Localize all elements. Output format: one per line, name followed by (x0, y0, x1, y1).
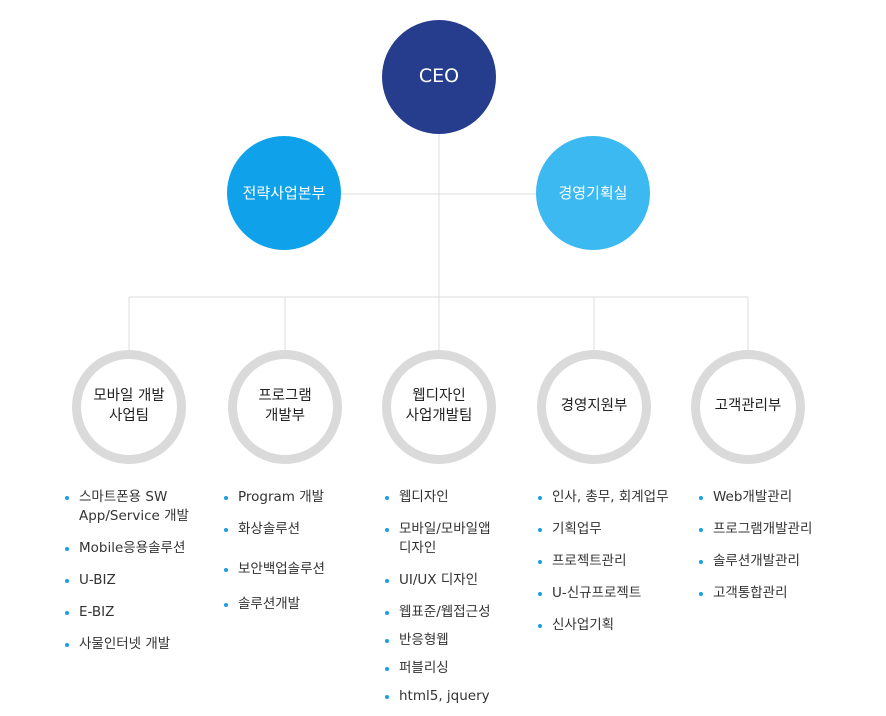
list-item: 화상솔루션 (224, 520, 325, 539)
list-item: 보안백업솔루션 (224, 560, 325, 579)
team-label-line: 경영지원부 (560, 398, 628, 415)
team-label-line: 프로그램 (258, 388, 312, 405)
list-item-text: 사물인터넷 개발 (79, 636, 171, 652)
list-item-text: 솔루션개발 (238, 596, 301, 612)
list-item-text: 모바일/모바일앱 (399, 521, 491, 537)
team-label-line: 모바일 개발 (93, 388, 165, 405)
list-item: 인사, 총무, 회계업무 (538, 488, 669, 507)
team-label-line: 사업개발팀 (405, 408, 473, 424)
list-item: 솔루션개발관리 (699, 552, 812, 571)
list-item-text: App/Service 개발 (79, 508, 189, 524)
list-item: 솔루션개발 (224, 595, 325, 614)
division-strategy-node: 전략사업본부 (227, 136, 341, 250)
list-item: 프로젝트관리 (538, 552, 669, 571)
list-item: 웹표준/웹접근성 (385, 603, 491, 622)
list-item-text: E-BIZ (79, 604, 115, 620)
list-item-text: Program 개발 (238, 489, 325, 505)
list-item: Mobile응용솔루션 (65, 539, 189, 558)
division-label: 경영기획실 (558, 183, 628, 202)
list-item-text: 인사, 총무, 회계업무 (552, 489, 669, 505)
team-mobile-list: 스마트폰용 SW App/Service 개발 Mobile응용솔루션 U-BIZ… (65, 488, 189, 654)
list-item: Web개발관리 (699, 488, 812, 507)
list-item: 사물인터넷 개발 (65, 635, 189, 654)
list-item-text: 고객통합관리 (713, 585, 788, 601)
list-item-text: 웹디자인 (399, 489, 449, 505)
list-item-text: 솔루션개발관리 (713, 553, 800, 569)
division-label: 전략사업본부 (242, 183, 326, 202)
team-management-node: 경영지원부 (537, 350, 651, 464)
team-label-line: 사업팀 (108, 408, 150, 424)
list-item: U-신규프로젝트 (538, 584, 669, 603)
list-item: html5, jquery (385, 687, 491, 706)
team-label-line: 고객관리부 (714, 398, 782, 415)
list-item: 신사업기획 (538, 616, 669, 635)
list-item: 기획업무 (538, 520, 669, 539)
list-item: UI/UX 디자인 (385, 571, 491, 590)
list-item-text: 프로그램개발관리 (713, 521, 813, 537)
list-item: U-BIZ (65, 571, 189, 590)
list-item-text: html5, jquery (399, 688, 490, 704)
list-item: 스마트폰용 SW App/Service 개발 (65, 488, 189, 526)
team-customer-list: Web개발관리 프로그램개발관리 솔루션개발관리 고객통합관리 (699, 488, 812, 603)
list-item-text: 디자인 (399, 540, 437, 556)
list-item: 반응형웹 (385, 631, 491, 650)
team-program-list: Program 개발 화상솔루션 보안백업솔루션 솔루션개발 (224, 488, 325, 614)
division-planning-node: 경영기획실 (536, 136, 650, 250)
list-item-text: 보안백업솔루션 (238, 561, 325, 577)
list-item: 웹디자인 (385, 488, 491, 507)
ceo-node: CEO (382, 20, 496, 134)
team-label-line: 개발부 (264, 408, 306, 424)
list-item-text: 퍼블리싱 (399, 660, 449, 676)
list-item-text: 스마트폰용 SW (79, 489, 168, 505)
list-item: 고객통합관리 (699, 584, 812, 603)
list-item-text: 기획업무 (552, 521, 602, 537)
list-item-text: 반응형웹 (399, 632, 449, 648)
team-customer-node: 고객관리부 (691, 350, 805, 464)
list-item-text: UI/UX 디자인 (399, 572, 479, 588)
list-item-text: 화상솔루션 (238, 521, 301, 537)
list-item: E-BIZ (65, 603, 189, 622)
list-item: 프로그램개발관리 (699, 520, 812, 539)
list-item-text: Web개발관리 (713, 489, 793, 505)
list-item-text: 신사업기획 (552, 617, 615, 633)
list-item-text: 웹표준/웹접근성 (399, 604, 491, 620)
list-item: 퍼블리싱 (385, 659, 491, 678)
team-label-line: 웹디자인 (412, 388, 466, 405)
ceo-label: CEO (418, 65, 460, 88)
list-item-text: 프로젝트관리 (552, 553, 627, 569)
list-item-text: U-신규프로젝트 (552, 585, 642, 601)
list-item-text: Mobile응용솔루션 (79, 540, 186, 556)
list-item: Program 개발 (224, 488, 325, 507)
team-management-list: 인사, 총무, 회계업무 기획업무 프로젝트관리 U-신규프로젝트 신사업기획 (538, 488, 669, 635)
list-item-text: U-BIZ (79, 572, 116, 588)
